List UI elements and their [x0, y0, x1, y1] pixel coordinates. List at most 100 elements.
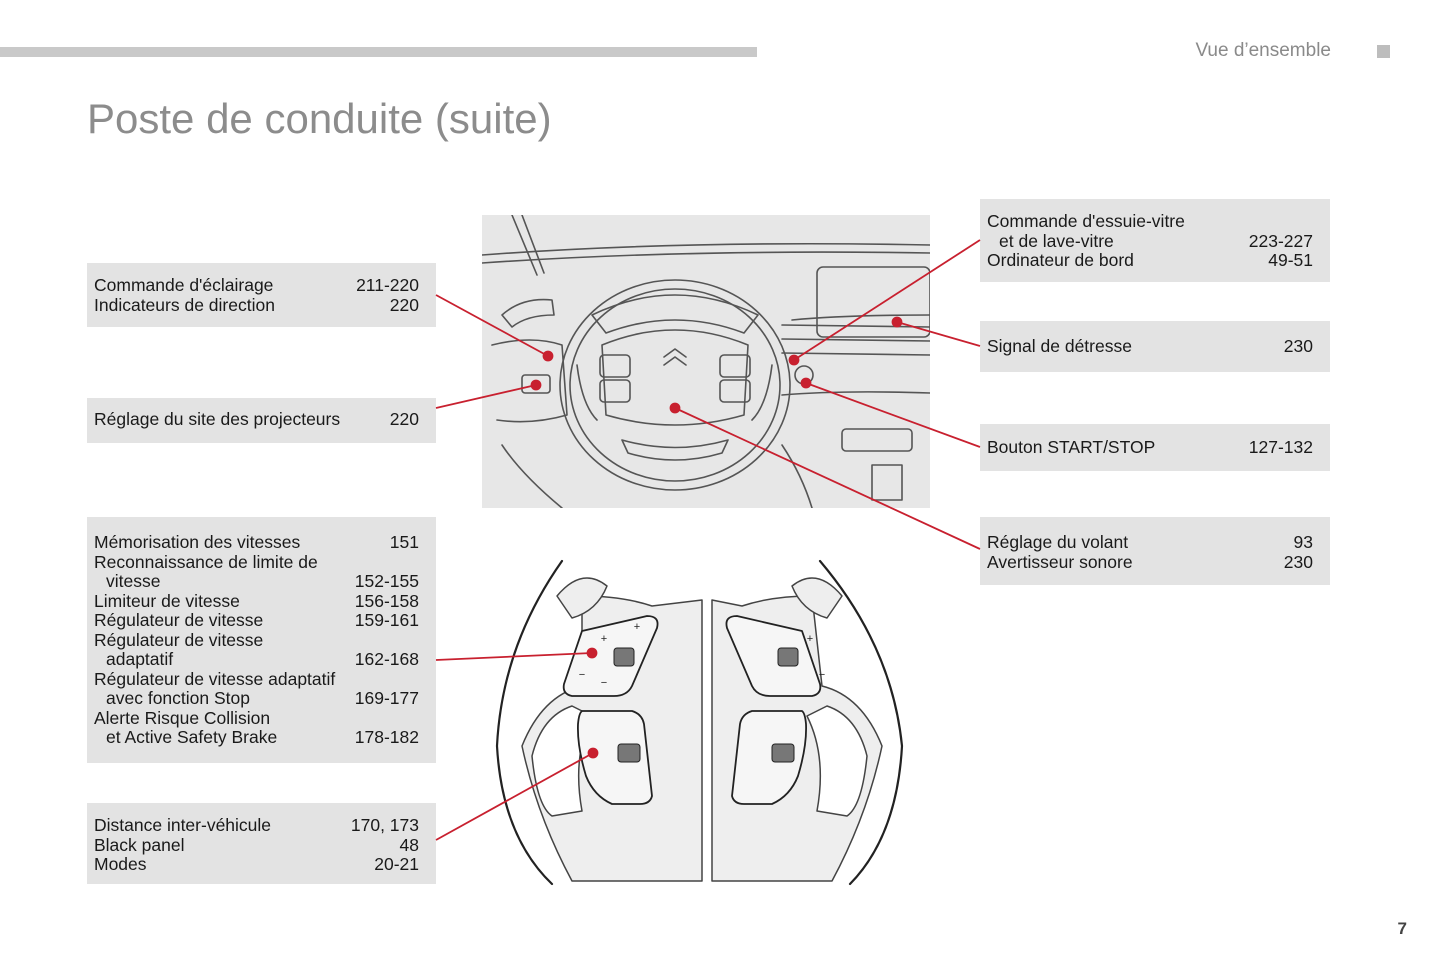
entry-row: Régulateur de vitesse adaptatif — [94, 668, 419, 690]
entry-row: et Active Safety Brake 178-182 — [94, 727, 419, 748]
entry-row: Limiteur de vitesse 156-158 — [94, 590, 419, 612]
entry-page: 223-227 — [1248, 230, 1313, 251]
box-steering-horn: Réglage du volant 93 Avertisseur sonore 23… — [980, 517, 1330, 585]
svg-text:+: + — [601, 633, 607, 645]
entry-page: 48 — [399, 834, 419, 855]
callout-line — [793, 239, 981, 361]
callout-line — [435, 752, 594, 841]
entry-label: Indicateurs de direction — [94, 294, 275, 315]
entry-page: 156-158 — [354, 590, 419, 611]
entry-row: Régulateur de vitesse — [94, 629, 419, 651]
entry-page: 162-168 — [354, 649, 419, 669]
entry-label: et Active Safety Brake — [106, 727, 278, 747]
entry-label: Distance inter-véhicule — [94, 815, 272, 835]
entry-label: Bouton START/STOP — [987, 437, 1156, 457]
entry-page: 169-177 — [354, 688, 419, 708]
callout-line — [805, 382, 981, 448]
entry-row: Réglage du site des projecteurs 220 — [94, 409, 419, 430]
entry-label: Réglage du volant — [987, 532, 1129, 552]
dashboard-illustration — [482, 215, 930, 508]
callout-dot — [891, 316, 903, 328]
entry-row: Black panel 48 — [94, 834, 419, 856]
entry-row: vitesse 152-155 — [94, 571, 419, 592]
entry-page: 220 — [389, 409, 419, 429]
svg-text:−: − — [579, 669, 585, 681]
entry-page: 20-21 — [374, 854, 419, 874]
entry-page: 230 — [1283, 551, 1313, 572]
entry-label: Ordinateur de bord — [987, 250, 1134, 270]
entry-page: 127-132 — [1248, 437, 1313, 457]
callout-line — [435, 652, 593, 661]
svg-text:−: − — [819, 669, 825, 681]
entry-row: avec fonction Stop 169-177 — [94, 688, 419, 709]
svg-text:−: − — [601, 677, 607, 689]
entry-page: 159-161 — [354, 610, 419, 630]
callout-line — [435, 294, 549, 357]
entry-label: Black panel — [94, 834, 185, 855]
box-wiper-computer: Commande d'essuie-vitre et de lave-vitre… — [980, 199, 1330, 282]
entry-label: Régulateur de vitesse — [94, 610, 264, 630]
page-number: 7 — [1397, 919, 1407, 938]
entry-page: 93 — [1293, 532, 1313, 552]
entry-page: 178-182 — [354, 727, 419, 747]
svg-text:+: + — [807, 633, 813, 645]
entry-label: Commande d'essuie-vitre — [987, 211, 1185, 231]
box-distance-modes: Distance inter-véhicule 170, 173 Black pa… — [87, 803, 436, 884]
entry-row: Ordinateur de bord 49-51 — [987, 250, 1313, 271]
box-lighting: Commande d'éclairage 211-220 Indicateurs … — [87, 263, 436, 327]
entry-row: Signal de détresse 230 — [987, 336, 1313, 357]
entry-row: Avertisseur sonore 230 — [987, 551, 1313, 573]
entry-label: Régulateur de vitesse — [94, 629, 264, 650]
entry-page: 152-155 — [354, 571, 419, 591]
page-title: Poste de conduite (suite) — [87, 95, 552, 142]
entry-label: Reconnaissance de limite de — [94, 551, 318, 572]
callout-dot — [800, 377, 812, 389]
entry-page: 220 — [389, 294, 419, 315]
entry-label: Mémorisation des vitesses — [94, 532, 301, 552]
entry-label: Limiteur de vitesse — [94, 590, 240, 611]
entry-label: Réglage du site des projecteurs — [94, 409, 341, 429]
callout-line — [896, 321, 981, 347]
entry-page: 230 — [1283, 336, 1313, 356]
callout-dot — [669, 402, 681, 414]
entry-page: 49-51 — [1268, 250, 1313, 270]
box-hazard: Signal de détresse 230 — [980, 321, 1330, 372]
callout-dot — [542, 350, 554, 362]
steering-controls-illustration: + + − − + − — [495, 559, 904, 886]
header-rule — [0, 47, 757, 57]
entry-label: Modes — [94, 854, 147, 874]
box-start-stop: Bouton START/STOP 127-132 — [980, 424, 1330, 471]
entry-row: Réglage du volant 93 — [987, 532, 1313, 553]
callout-dot — [788, 354, 800, 366]
callout-line — [674, 407, 981, 550]
entry-label: avec fonction Stop — [106, 688, 250, 708]
entry-row: Commande d'éclairage 211-220 — [94, 275, 419, 296]
section-label: Vue d’ensemble — [1195, 40, 1331, 61]
entry-row: Bouton START/STOP 127-132 — [987, 437, 1313, 458]
callout-dot — [587, 747, 599, 759]
svg-text:+: + — [634, 621, 640, 633]
entry-row: Indicateurs de direction 220 — [94, 294, 419, 316]
entry-label: Commande d'éclairage — [94, 275, 274, 295]
callout-dot — [586, 647, 598, 659]
entry-page: 211-220 — [356, 275, 419, 295]
section-marker — [1377, 45, 1390, 58]
entry-row: Commande d'essuie-vitre — [987, 211, 1313, 232]
entry-label: Alerte Risque Collision — [94, 707, 271, 728]
entry-label: adaptatif — [106, 649, 174, 669]
entry-page: 170, 173 — [350, 815, 419, 835]
box-headlamp-adjust: Réglage du site des projecteurs 220 — [87, 398, 436, 443]
entry-row: Distance inter-véhicule 170, 173 — [94, 815, 419, 836]
entry-label: Avertisseur sonore — [987, 551, 1133, 572]
entry-row: adaptatif 162-168 — [94, 649, 419, 670]
entry-row: Modes 20-21 — [94, 854, 419, 875]
entry-row: Régulateur de vitesse 159-161 — [94, 610, 419, 631]
entry-label: Régulateur de vitesse adaptatif — [94, 668, 336, 689]
entry-label: vitesse — [106, 571, 161, 591]
entry-label: Signal de détresse — [987, 336, 1132, 356]
callout-dot — [530, 379, 542, 391]
